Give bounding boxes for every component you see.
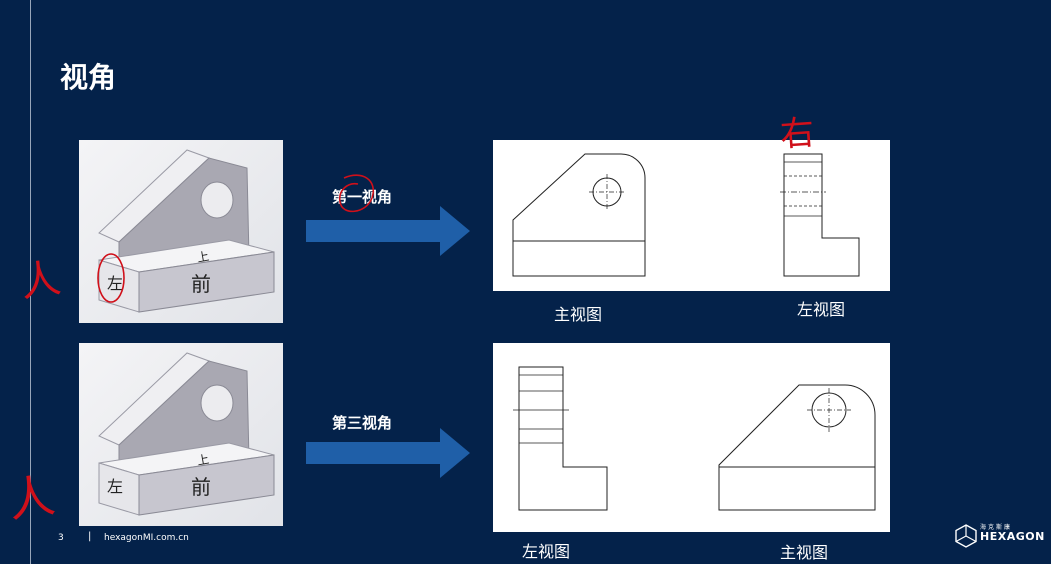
isometric-image-first-angle: 前 左 上 (79, 140, 283, 323)
brand-cn: 海克斯康 (980, 524, 1013, 531)
main-view-label: 主视图 (554, 305, 603, 324)
handwritten-annotation-person: 人 (17, 255, 64, 307)
left-view-label: 左视图 (522, 542, 571, 561)
right-arrow-third-angle (306, 428, 470, 478)
orthographic-panel-third-angle (493, 343, 890, 532)
front-face-label: 前 (191, 475, 211, 499)
handwritten-annotation-right: 右 (778, 112, 816, 156)
orthographic-panel-first-angle (493, 140, 890, 291)
left-view-label: 左视图 (797, 300, 846, 319)
page-number: 3 (58, 533, 64, 543)
hexagon-logo-icon (955, 524, 977, 548)
handwritten-annotation-person: 人 (4, 468, 58, 528)
red-circle-annotation (97, 253, 125, 303)
right-arrow-first-angle (306, 206, 470, 256)
front-face-label: 前 (191, 272, 211, 296)
third-angle-label: 第三视角 (332, 414, 393, 432)
footer-separator: | (88, 531, 92, 542)
page-title: 视角 (60, 61, 117, 94)
left-face-label: 左 (107, 274, 124, 293)
brand-name: HEXAGON (980, 530, 1045, 543)
first-angle-label: 第一视角 (332, 188, 393, 206)
red-circle-annotation (338, 174, 375, 213)
slide-vertical-rule (30, 0, 31, 564)
isometric-image-third-angle: 前 左 上 (79, 343, 283, 526)
left-face-label: 左 (107, 477, 124, 496)
footer-url: hexagonMI.com.cn (104, 533, 189, 543)
main-view-label: 主视图 (780, 543, 829, 562)
